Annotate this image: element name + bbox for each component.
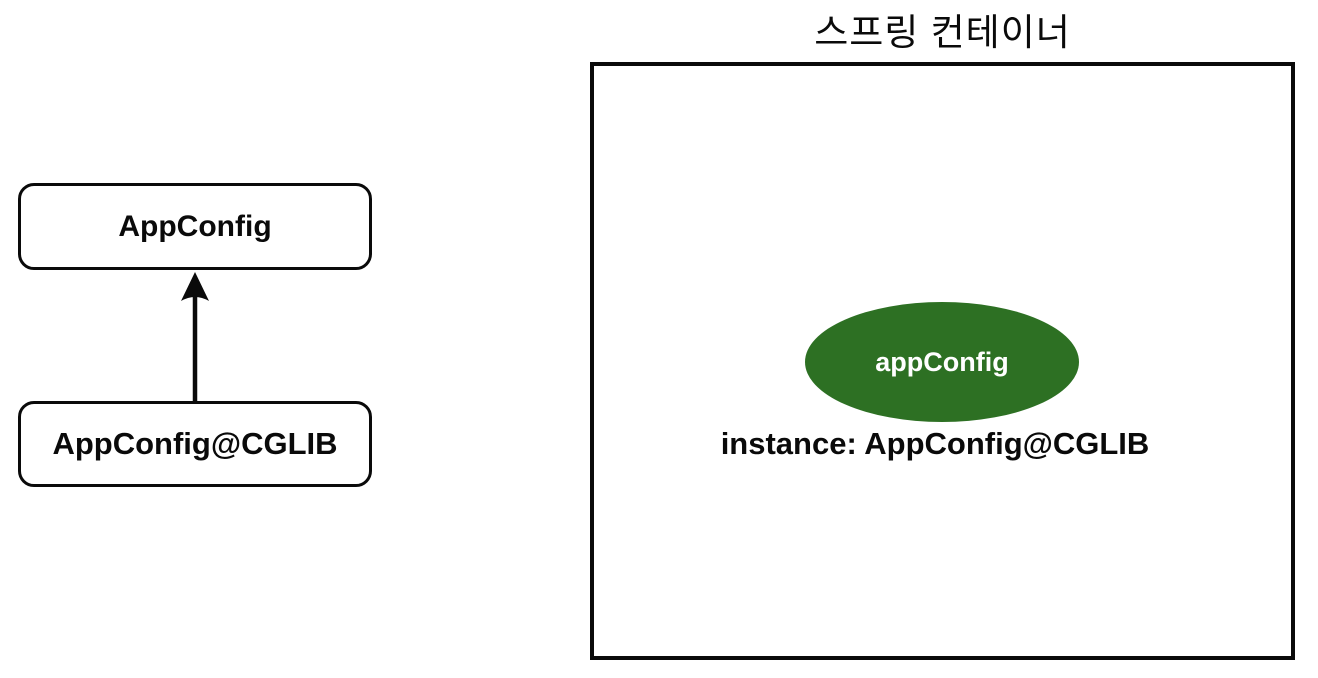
spring-container-title: 스프링 컨테이너: [814, 12, 1071, 53]
class-box-appconfig-cglib-label: AppConfig@CGLIB: [52, 426, 338, 461]
bean-instance-label: instance: AppConfig@CGLIB: [720, 426, 1150, 461]
inheritance-arrow-icon: [171, 270, 219, 402]
class-box-appconfig-cglib: AppConfig@CGLIB: [18, 401, 372, 487]
bean-name-label: appConfig: [875, 346, 1009, 377]
class-box-appconfig: AppConfig: [18, 183, 372, 270]
bean-ellipse: appConfig: [805, 302, 1079, 422]
class-box-appconfig-label: AppConfig: [118, 209, 272, 243]
